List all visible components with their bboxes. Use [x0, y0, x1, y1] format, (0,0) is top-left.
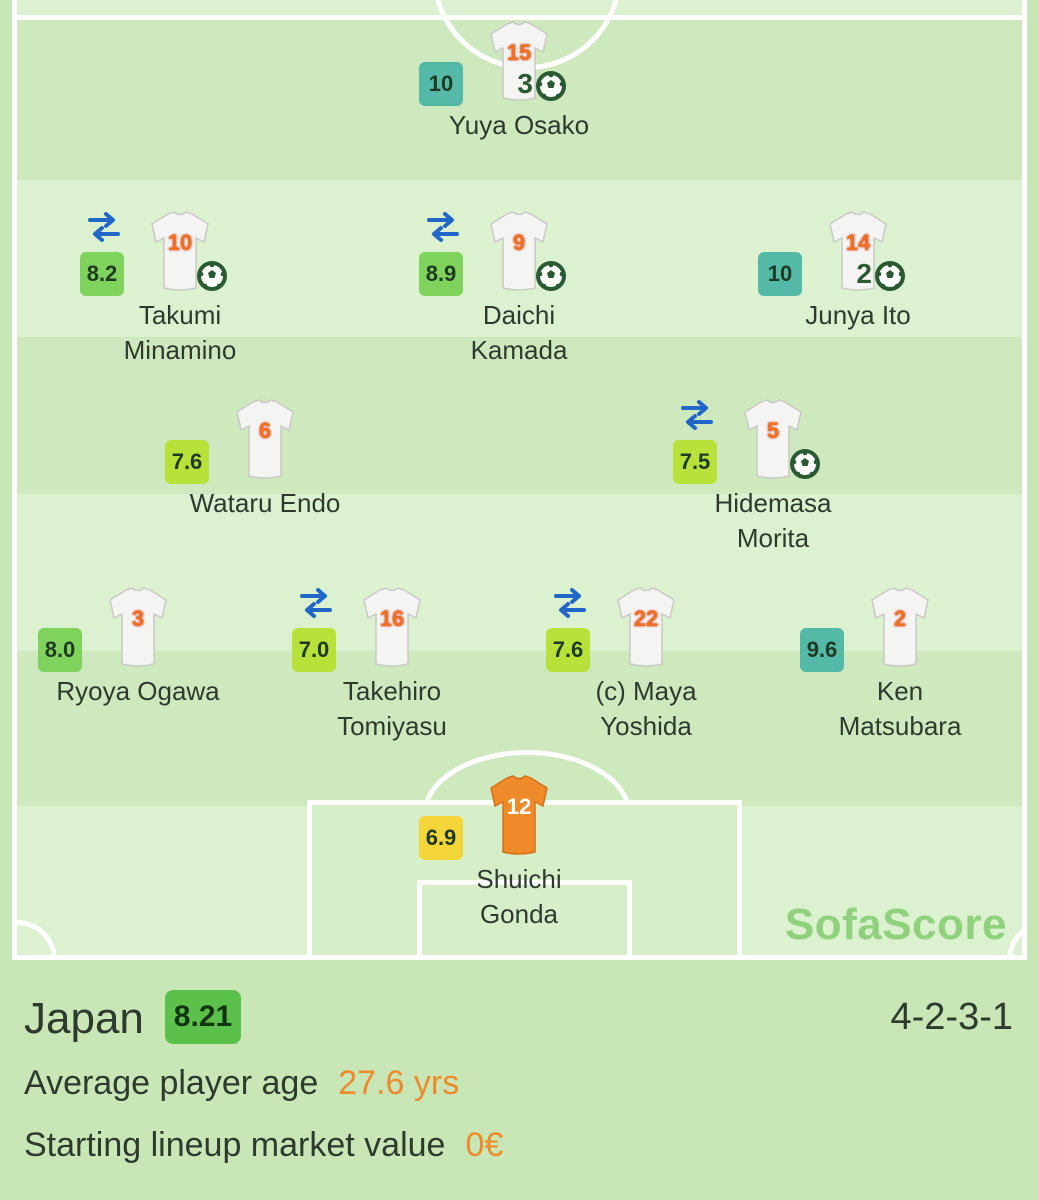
jersey-number: 9	[512, 230, 526, 255]
player-name-line: Ken	[876, 676, 924, 706]
average-age-value: 27.6 yrs	[338, 1064, 460, 1102]
jersey-number: 5	[766, 418, 780, 443]
goal-count: 2	[856, 258, 872, 289]
team-rating-badge: 8.21	[165, 990, 241, 1044]
player-name-line: Daichi	[482, 300, 556, 330]
goal-ball-icon	[535, 70, 567, 102]
player-name-line: Morita	[736, 523, 810, 553]
average-age-row: Average player age 27.6 yrs	[24, 1064, 459, 1103]
market-value-value: 0€	[465, 1126, 504, 1164]
goal-ball-icon	[874, 260, 906, 292]
jersey-number: 3	[131, 606, 145, 631]
player-name-line: Minamino	[123, 335, 237, 365]
goal-ball-icon	[789, 448, 821, 480]
jersey-number: 14	[845, 230, 871, 255]
player-name-line: Gonda	[479, 899, 559, 929]
jersey-icon: 22	[616, 586, 676, 668]
player-name-line: Yuya Osako	[448, 110, 590, 140]
player-name: Yuya Osako	[399, 108, 639, 143]
goal-line	[17, 955, 1022, 960]
player-rating: 10	[419, 62, 463, 106]
jersey-icon: 14	[828, 210, 888, 292]
player-rating: 7.6	[546, 628, 590, 672]
formation: 4-2-3-1	[890, 996, 1014, 1038]
jersey-icon: 12	[489, 774, 549, 856]
player-name-line: Takehiro	[342, 676, 442, 706]
player-rating: 8.2	[80, 252, 124, 296]
player-name: Junya Ito	[738, 298, 978, 333]
jersey-number: 22	[633, 606, 659, 631]
player-rating: 7.0	[292, 628, 336, 672]
jersey-icon: 10	[150, 210, 210, 292]
player-name-line: Shuichi	[476, 864, 562, 894]
goal-ball-icon	[535, 260, 567, 292]
jersey-number: 10	[167, 230, 193, 255]
goal-ball-icon	[196, 260, 228, 292]
player-name-line: Tomiyasu	[337, 711, 447, 741]
substitution-icon	[298, 586, 334, 620]
goal-count: 3	[517, 68, 533, 99]
jersey-number: 2	[893, 606, 907, 631]
player-rating: 8.9	[419, 252, 463, 296]
player-name-line: Wataru Endo	[189, 488, 341, 518]
jersey-number: 6	[258, 418, 272, 443]
player-name: Wataru Endo	[145, 486, 385, 521]
jersey-icon: 5	[743, 398, 803, 480]
goal-box	[417, 880, 632, 960]
player-rating: 7.5	[673, 440, 717, 484]
player-name-line: Yoshida	[600, 711, 692, 741]
jersey-icon: 6	[235, 398, 295, 480]
substitution-icon	[86, 210, 122, 244]
jersey-icon: 2	[870, 586, 930, 668]
jersey-number: 12	[506, 794, 532, 819]
player-name-line: Takumi	[138, 300, 222, 330]
player-name-line: Kamada	[470, 335, 568, 365]
player-rating: 10	[758, 252, 802, 296]
player-name-line: Matsubara	[838, 711, 962, 741]
player-rating: 8.0	[38, 628, 82, 672]
pitch	[12, 0, 1027, 960]
player-rating: 9.6	[800, 628, 844, 672]
player-name-line: (c) Maya	[595, 676, 697, 706]
player-rating: 6.9	[419, 816, 463, 860]
player-rating: 7.6	[165, 440, 209, 484]
sofascore-logo: SofaScore	[784, 900, 1007, 949]
jersey-icon: 9	[489, 210, 549, 292]
substitution-icon	[425, 210, 461, 244]
player-name: Ryoya Ogawa	[18, 674, 258, 709]
team-summary: Japan 8.21 4-2-3-1 Average player age 27.…	[0, 960, 1039, 1200]
jersey-icon: 15	[489, 20, 549, 102]
player-name-line: Hidemasa	[714, 488, 832, 518]
market-value-row: Starting lineup market value 0€	[24, 1126, 503, 1165]
player-name-line: Ryoya Ogawa	[56, 676, 220, 706]
team-name[interactable]: Japan	[24, 994, 144, 1043]
jersey-icon: 3	[108, 586, 168, 668]
substitution-icon	[679, 398, 715, 432]
jersey-icon: 16	[362, 586, 422, 668]
player-name-line: Junya Ito	[805, 300, 911, 330]
substitution-icon	[552, 586, 588, 620]
market-value-label: Starting lineup market value	[24, 1126, 446, 1164]
average-age-label: Average player age	[24, 1064, 319, 1102]
jersey-number: 16	[379, 606, 405, 631]
jersey-number: 15	[506, 40, 532, 65]
